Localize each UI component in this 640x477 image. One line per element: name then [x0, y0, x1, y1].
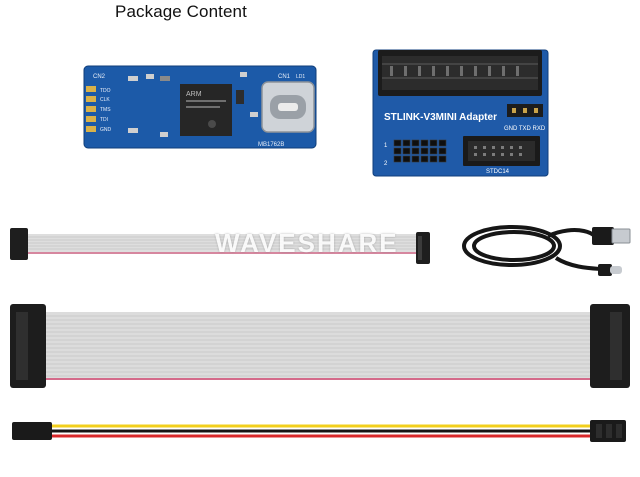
gold-pad [86, 116, 96, 122]
stdc14-label: STDC14 [486, 169, 510, 175]
usb-a-plug-body [592, 227, 614, 245]
gold-pad [86, 106, 96, 112]
mcu-chip [180, 84, 232, 136]
stlink-adapter-board: STLINK-V3MINI Adapter GND TXD RXD 1 2 [372, 49, 549, 177]
ribbon-connector-left [10, 228, 28, 260]
tdi-label: TDI [100, 117, 108, 123]
stlink-v3mini-board: CN2 TDO CLK TMS TDI GND ARM CN1 LD1 MB17… [83, 65, 317, 149]
large-ribbon-cable [10, 304, 630, 388]
gnd-label: GND [100, 127, 112, 133]
dupont-jumper-cable [12, 420, 626, 442]
pin-number-1: 1 [384, 143, 388, 149]
board-model-label: MB1762B [258, 142, 284, 148]
dupont-connector-left [12, 422, 52, 440]
cn2-label: CN2 [93, 74, 106, 80]
usb-cable [462, 225, 611, 272]
chip-brand-label: ARM [186, 91, 202, 98]
watermark: WAVESHARE [215, 228, 399, 258]
tms-label: TMS [100, 107, 111, 113]
cn1-label: CN1 [278, 74, 291, 80]
package-content-title: Package Content [115, 2, 247, 21]
gold-pad [86, 96, 96, 102]
usb-a-plug-metal [611, 228, 631, 244]
adapter-title: STLINK-V3MINI Adapter [384, 112, 497, 123]
usb-c-plug-body [598, 264, 612, 276]
gold-pad [86, 126, 96, 132]
gold-pad [86, 86, 96, 92]
small-ribbon-cable [10, 228, 430, 264]
uart-pin-labels: GND TXD RXD [504, 126, 546, 132]
tdo-label: TDO [100, 88, 111, 94]
usb-c-plug-metal [610, 266, 622, 274]
clk-label: CLK [100, 97, 110, 103]
ld1-label: LD1 [296, 74, 305, 80]
pin-number-2: 2 [384, 161, 388, 167]
